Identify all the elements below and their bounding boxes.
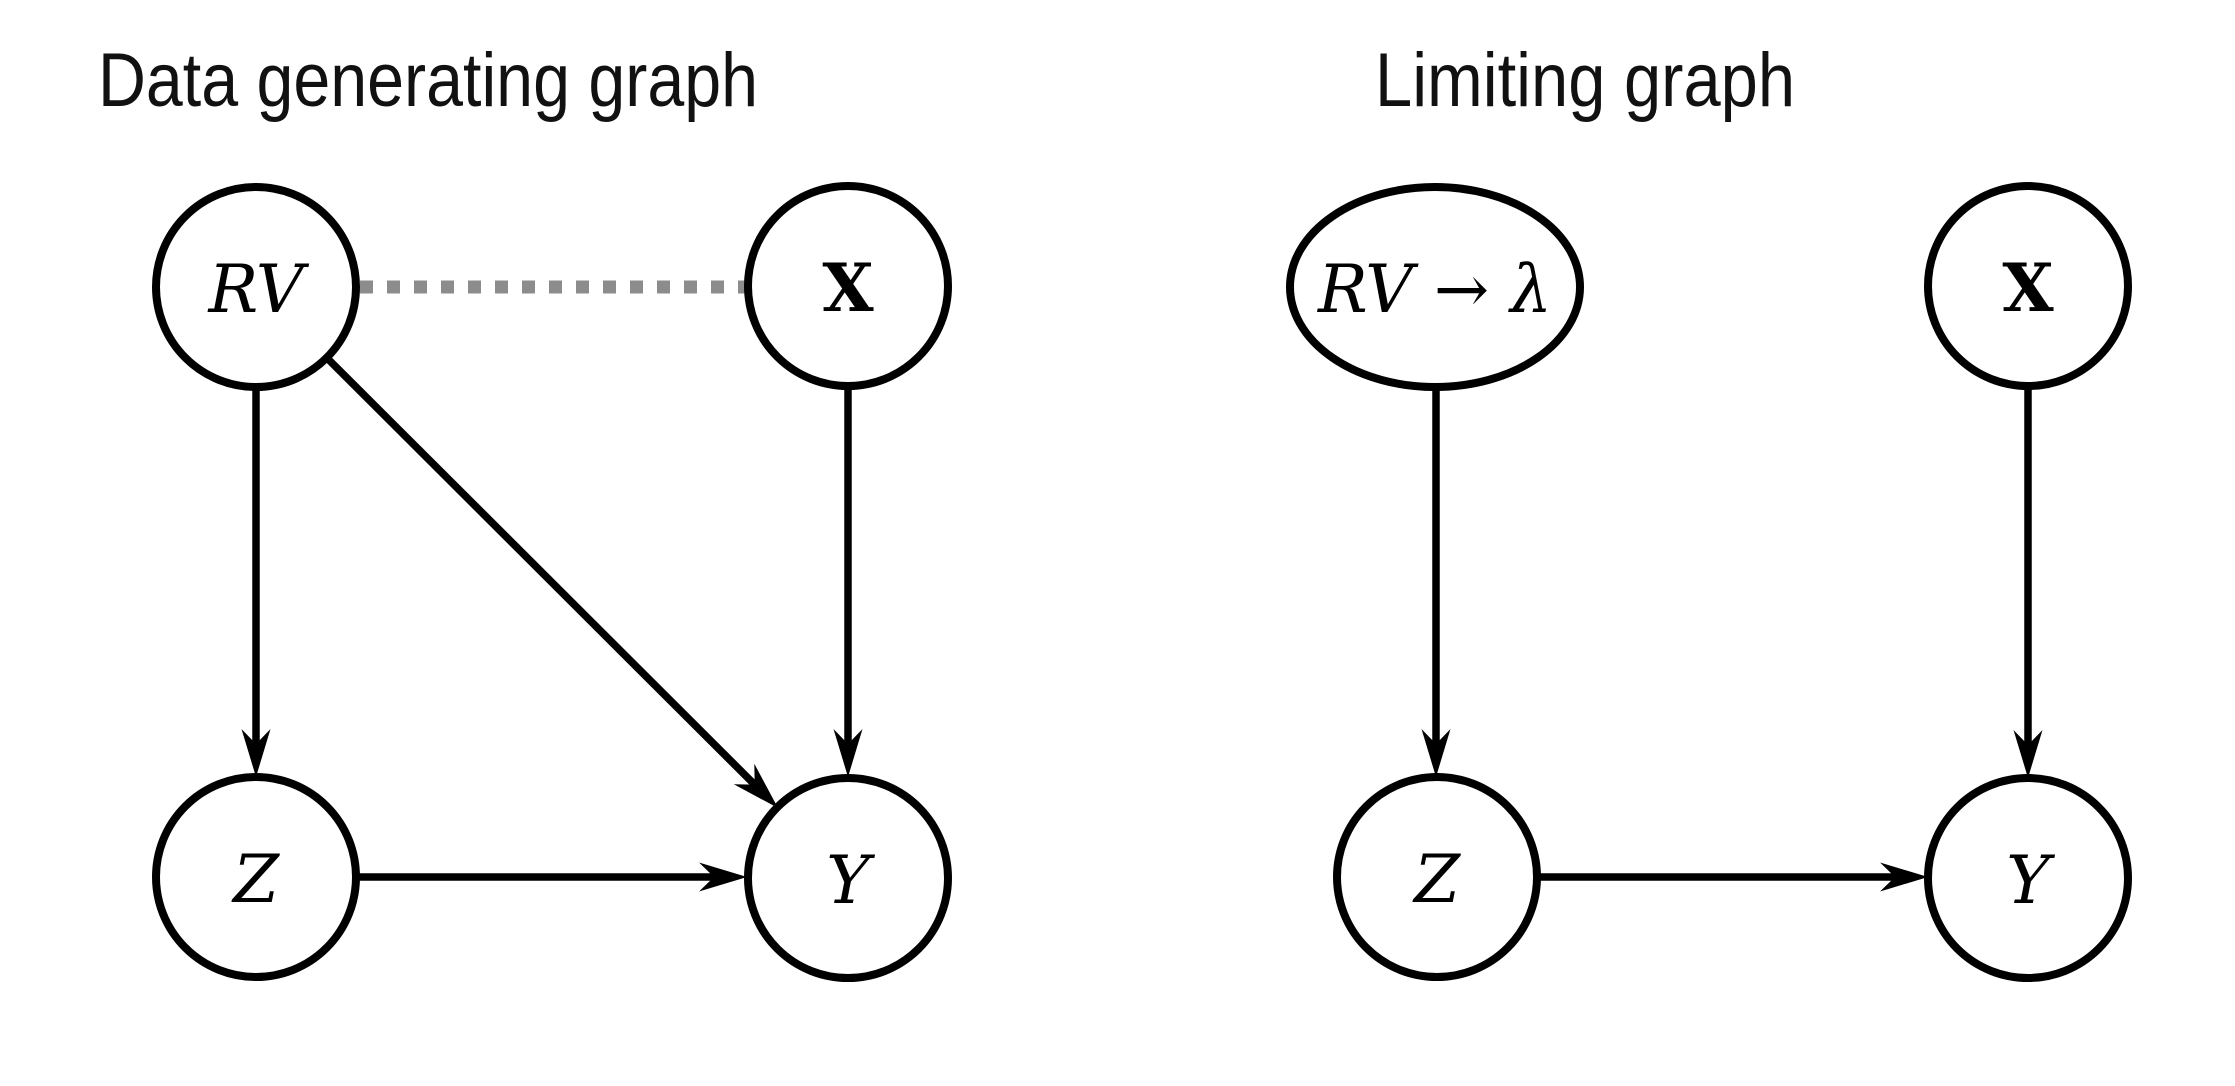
edge-rv-to-z — [241, 389, 271, 777]
node-x-right — [1924, 182, 2132, 390]
node-z-right-label: Z — [1412, 841, 1461, 918]
node-y-right — [1924, 774, 2132, 982]
edge-z-to-y — [358, 862, 747, 892]
arrowhead-icon — [2013, 730, 2043, 778]
node-y-label: Y — [826, 842, 875, 919]
edge-rvlambda-to-z — [1421, 387, 1451, 777]
node-x-label: X — [822, 249, 874, 327]
node-rv-label: RV — [207, 251, 309, 328]
arrowhead-icon — [699, 862, 747, 892]
arrowhead-icon — [1880, 862, 1928, 892]
edge-rv-to-y-shaft — [324, 355, 760, 790]
edge-x-to-y-right — [2013, 386, 2043, 778]
arrowhead-icon — [241, 729, 271, 777]
node-rv — [152, 183, 360, 391]
node-x — [744, 182, 952, 390]
node-y — [744, 774, 952, 982]
panel-limiting-graph: Limiting graph RV → λ X Z — [1286, 38, 2132, 982]
arrowhead-icon — [1421, 729, 1451, 777]
node-z — [152, 773, 360, 981]
arrowhead-icon — [733, 763, 778, 808]
node-z-right — [1333, 773, 1541, 981]
panel-data-generating-graph: Data generating graph — [98, 38, 952, 982]
node-x-right-label: X — [2002, 249, 2054, 327]
edge-x-to-y — [833, 387, 863, 777]
node-y-right-label: Y — [2006, 842, 2055, 919]
arrowhead-icon — [833, 729, 863, 777]
node-rv-lambda-label: RV → λ — [1317, 251, 1552, 328]
panel-title-data-generating-graph: Data generating graph — [98, 38, 758, 123]
node-z-label: Z — [231, 841, 280, 918]
panel-title-limiting-graph: Limiting graph — [1375, 38, 1795, 123]
node-rv-lambda — [1286, 183, 1584, 391]
edge-rv-to-y — [324, 355, 778, 808]
edge-z-to-y-right — [1537, 862, 1928, 892]
